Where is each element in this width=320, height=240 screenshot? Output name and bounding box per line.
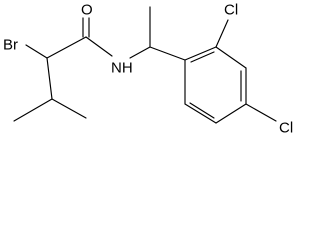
structure-diagram: O NH Br Cl Cl: [3, 2, 293, 137]
bond-cbeta-methyl-right: [51, 98, 87, 119]
bond-nitrogen-benzylic: [129, 46, 151, 59]
ring-bond-4: [215, 103, 247, 124]
bromine-label: Br: [3, 37, 18, 54]
ring-bond-5: [184, 103, 217, 124]
bond-cbeta-methyl-left: [13, 98, 53, 122]
ring-bond-5-inner: [189, 102, 215, 119]
ring-bond-2: [215, 46, 247, 69]
bonds: [13, 6, 277, 124]
bond-ring-cl-ortho: [215, 19, 229, 48]
chlorine-ortho-label: Cl: [224, 2, 238, 19]
bond-benzylic-ring: [149, 46, 186, 61]
atom-labels: O NH Br Cl Cl: [3, 2, 293, 137]
nitrogen-label: NH: [111, 60, 133, 77]
ring-bond-1: [184, 46, 217, 61]
ring-bond-1-inner: [190, 51, 215, 63]
bond-calpha-cbeta: [46, 57, 53, 100]
bond-carbonyl-nitrogen: [85, 36, 113, 57]
bond-br-calpha: [25, 44, 48, 59]
oxygen-label: O: [81, 2, 93, 19]
chlorine-para-label: Cl: [279, 120, 293, 137]
bond-calpha-carbonyl: [46, 36, 87, 59]
bond-ring-cl-para: [245, 103, 277, 122]
